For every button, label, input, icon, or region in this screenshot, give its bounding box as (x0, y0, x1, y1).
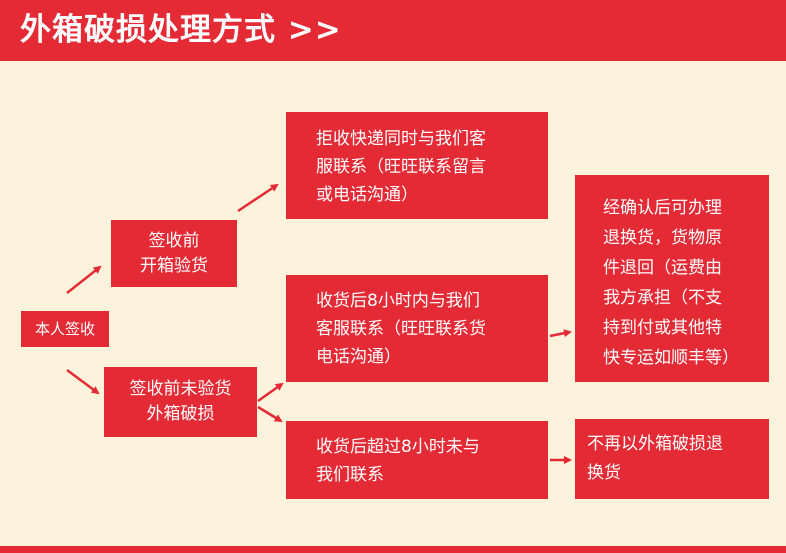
node-inspect-before-sign-label: 签收前 开箱验货 (140, 230, 208, 276)
page-title: 外箱破损处理方式 >> (20, 12, 342, 48)
node-reject-delivery: 拒收快递同时与我们客 服联系（旺旺联系留言 或电话沟通） (286, 112, 548, 219)
node-self-sign-label: 本人签收 (34, 320, 95, 338)
arrow-c-to-e (257, 382, 284, 403)
node-self-sign: 本人签收 (21, 311, 109, 347)
node-return-exchange-label: 经确认后可办理 退换货，货物原 件退回（运费由 我方承担（不支 持到付或其他特 … (603, 198, 739, 368)
node-no-return-label: 不再以外箱破损退 换货 (587, 434, 723, 483)
arrow-c-to-f (257, 405, 283, 423)
node-contact-within-8h-label: 收货后8小时内与我们 客服联系（旺旺联系货 电话沟通） (316, 291, 486, 367)
node-over-8h-no-contact: 收货后超过8小时未与 我们联系 (286, 421, 548, 499)
node-contact-within-8h: 收货后8小时内与我们 客服联系（旺旺联系货 电话沟通） (286, 275, 548, 382)
footer-bar (0, 546, 786, 553)
node-inspect-before-sign: 签收前 开箱验货 (111, 220, 237, 287)
node-reject-delivery-label: 拒收快递同时与我们客 服联系（旺旺联系留言 或电话沟通） (316, 129, 486, 205)
node-uninspected-damaged-label: 签收前未验货 外箱破损 (129, 379, 232, 424)
header-bar: 外箱破损处理方式 >> (0, 0, 786, 61)
arrow-e-to-g (549, 329, 572, 338)
arrow-a-to-c (66, 368, 100, 395)
node-return-exchange: 经确认后可办理 退换货，货物原 件退回（运费由 我方承担（不支 持到付或其他特 … (575, 175, 769, 382)
arrow-a-to-b (66, 265, 102, 294)
arrow-b-to-d (237, 183, 279, 213)
node-over-8h-no-contact-label: 收货后超过8小时未与 我们联系 (316, 437, 480, 485)
node-no-return: 不再以外箱破损退 换货 (575, 419, 769, 499)
node-uninspected-damaged: 签收前未验货 外箱破损 (104, 367, 257, 437)
